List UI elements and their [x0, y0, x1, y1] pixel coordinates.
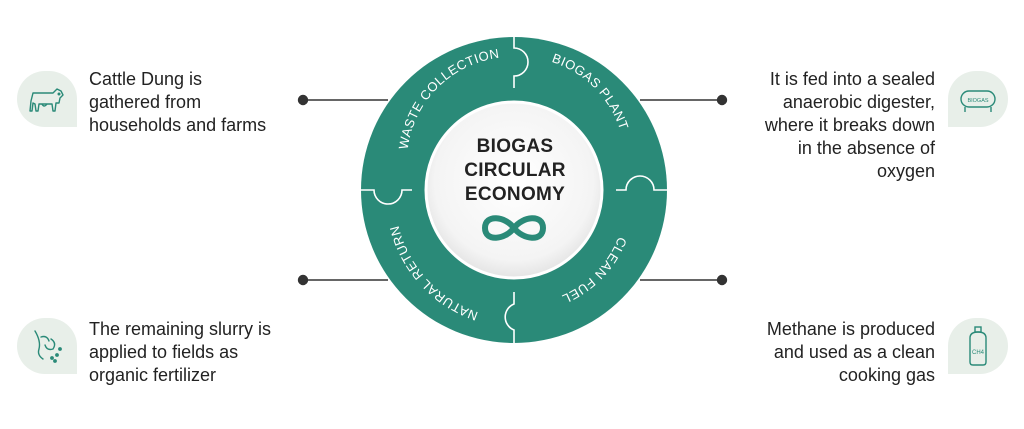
description-waste-collection: Cattle Dung is gathered from households … — [89, 69, 267, 135]
fertilizer-icon — [34, 330, 62, 363]
description-natural-return: The remaining slurry is applied to field… — [89, 319, 272, 385]
separator-top — [513, 37, 529, 88]
connector-dot-top-left — [297, 94, 309, 106]
connector-lines — [297, 94, 728, 286]
biogas-tank-icon: BIOGAS — [960, 90, 996, 112]
separator-left — [361, 189, 412, 205]
ch4-cylinder-icon: CH4 — [969, 326, 987, 366]
ring-separators — [361, 37, 667, 343]
svg-text:BIOGAS: BIOGAS — [967, 98, 988, 104]
badge-top-right: BIOGAS — [948, 71, 1008, 127]
infinity-icon — [481, 215, 547, 241]
connector-dot-top-right — [716, 94, 728, 106]
badge-bottom-left — [17, 318, 77, 374]
connector-dot-bottom-right — [716, 274, 728, 286]
description-clean-fuel: Methane is produced and used as a clean … — [766, 319, 935, 385]
connector-dot-bottom-left — [297, 274, 309, 286]
badge-top-left — [17, 71, 77, 127]
center-title: BIOGAS CIRCULAR ECONOMY — [464, 136, 566, 205]
separator-right — [616, 175, 667, 191]
separator-bottom — [504, 292, 515, 343]
badge-bottom-right: CH4 — [948, 318, 1008, 374]
cow-icon — [29, 88, 64, 112]
description-biogas-plant: It is fed into a sealed anaerobic digest… — [764, 69, 935, 181]
svg-text:CH4: CH4 — [972, 350, 985, 356]
center-circle — [424, 100, 604, 280]
